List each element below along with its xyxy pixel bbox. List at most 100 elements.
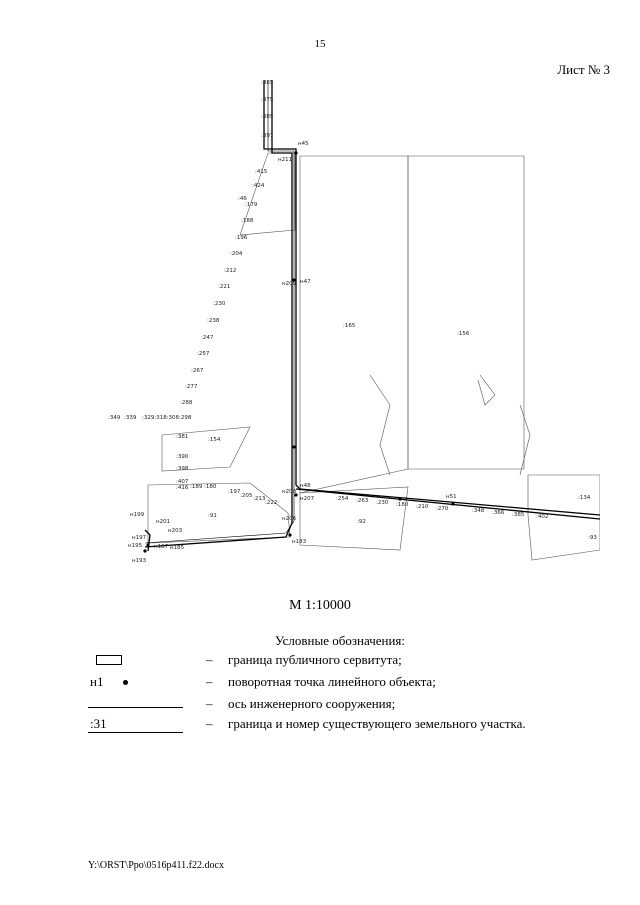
parcel-boundaries [147,152,600,561]
point-label: :212 [224,268,236,274]
point-label: :348 [472,508,485,514]
point-label: :277 [185,384,198,390]
easement-corridor [144,80,600,552]
turning-point-label: н207 [300,496,315,502]
turning-point-label: н51 [446,494,457,500]
point-label: :398 [176,466,189,472]
point-label: :204 [230,251,243,257]
parcel-label: :93 [588,535,597,541]
point-label: :416 [176,485,189,491]
turning-point-label: н48 [300,483,311,489]
easement-symbol [88,652,188,670]
legend-description: граница публичного сервитута; [228,652,402,667]
turning-point-label: н206 [282,516,297,522]
point-label: :221 [218,284,230,290]
easement-edge [295,488,600,520]
turning-point-label: н208 [282,489,297,495]
parcel-label: :134 [578,495,591,501]
point-label: :213 [253,496,266,502]
point-label: :385 [261,114,274,120]
point-label: :390 [176,454,189,460]
point-labels-route: н211 н45 н209 н47 н48 н208 н206 н207 н18… [128,141,457,564]
turning-point-label: н183 [292,539,307,545]
footer-file-path: Y:\ORST\Ppo\0516p411.f22.docx [88,860,224,871]
turning-points [143,151,455,553]
point-label: :188 [241,218,254,224]
point-label: :238 [207,318,220,324]
parcel-label: :91 [208,513,217,519]
point-label: :196 [235,235,248,241]
turning-point-label: н201 [156,519,170,525]
parcel-156-boundary [407,155,525,470]
point-label: :415 [255,169,268,175]
parcel-label: :329:318:308:298 [142,415,192,421]
turning-point-label: н211 [278,157,292,163]
point-label: :230 [376,500,389,506]
point-label: :288 [180,400,193,406]
legend-title: Условные обозначения: [275,633,406,648]
point-label: :197 [228,489,241,495]
parcel-labels: :165 :156 :154 :91 :92 :134 :93 :46 :349… [108,196,597,541]
point-label: :254 [336,496,349,502]
turning-point-label: н209 [282,281,297,287]
turning-point-symbol-label: н1 [90,674,104,689]
point-label: :263 [356,498,369,504]
point-label: :407 [176,479,189,485]
parcel-label: :349 [108,415,121,421]
engineering-axis [144,80,295,544]
parcel-92-boundary [299,486,409,551]
turning-point-label: н193 [132,558,147,564]
turning-point-label: н185 [170,545,185,551]
parcel-label: :92 [357,519,366,525]
point-label: :366 [492,510,505,516]
point-label: :180 [204,484,217,490]
parcel-label: :339 [124,415,137,421]
dot-icon [123,680,128,685]
parcel-symbol: :31 [88,716,188,734]
point-label: :397 [261,133,274,139]
legend-row-parcel: :31 – граница и номер существующего земе… [88,716,608,734]
legend-row-axis: – ось инженерного сооружения; [88,696,608,714]
point-label: :179 [245,202,258,208]
legend-description: граница и номер существующего земельного… [228,716,526,731]
boundary-line [519,404,531,476]
point-label: :257 [197,351,210,357]
turning-point-label: н47 [300,279,311,285]
legend-description: ось инженерного сооружения; [228,696,396,711]
point-label: :230 [213,301,226,307]
legend-dash: – [206,716,213,731]
parcel-154-boundary [161,426,251,472]
turning-point-label: н197 [132,535,147,541]
boundary-line [369,374,391,476]
point-label: :189 [190,484,203,490]
turning-point-label: н203 [168,528,183,534]
point-label: :267 [191,368,204,374]
point-label: :381 [176,434,188,440]
parcel-label: :165 [343,323,356,329]
legend-row-turning-point: н1 – поворотная точка линейного объекта; [88,674,608,692]
sheet-label: Лист № 3 [557,62,610,77]
legend-dash: – [206,696,213,711]
point-label: :180 [396,502,409,508]
axis-symbol [88,696,188,714]
easement-edge [263,80,600,516]
parcel-label: :46 [238,196,247,202]
turning-point-label: н45 [298,141,309,147]
parcel-symbol-label: :31 [90,716,107,731]
parcel-label: :154 [208,437,221,443]
point-label: :375 [261,97,274,103]
point-label: :385 [512,512,525,518]
parcel-label: :156 [457,331,470,337]
turning-point-label: н199 [130,512,145,518]
legend-description: поворотная точка линейного объекта; [228,674,436,689]
point-label: :365 [261,80,274,86]
point-labels-left: :365 :375 :385 :397 :415 :424 :179 :188 … [176,80,277,506]
legend-row-easement: – граница публичного сервитута; [88,652,608,670]
legend-dash: – [206,652,213,667]
map-scale: М 1:10000 [289,598,351,613]
point-label: :424 [252,183,265,189]
turning-point-label: н195 [128,543,143,549]
point-label: :205 [240,493,253,499]
point-label: :402 [536,514,548,520]
cadastral-map: :165 :156 :154 :91 :92 :134 :93 :46 :349… [108,80,600,564]
